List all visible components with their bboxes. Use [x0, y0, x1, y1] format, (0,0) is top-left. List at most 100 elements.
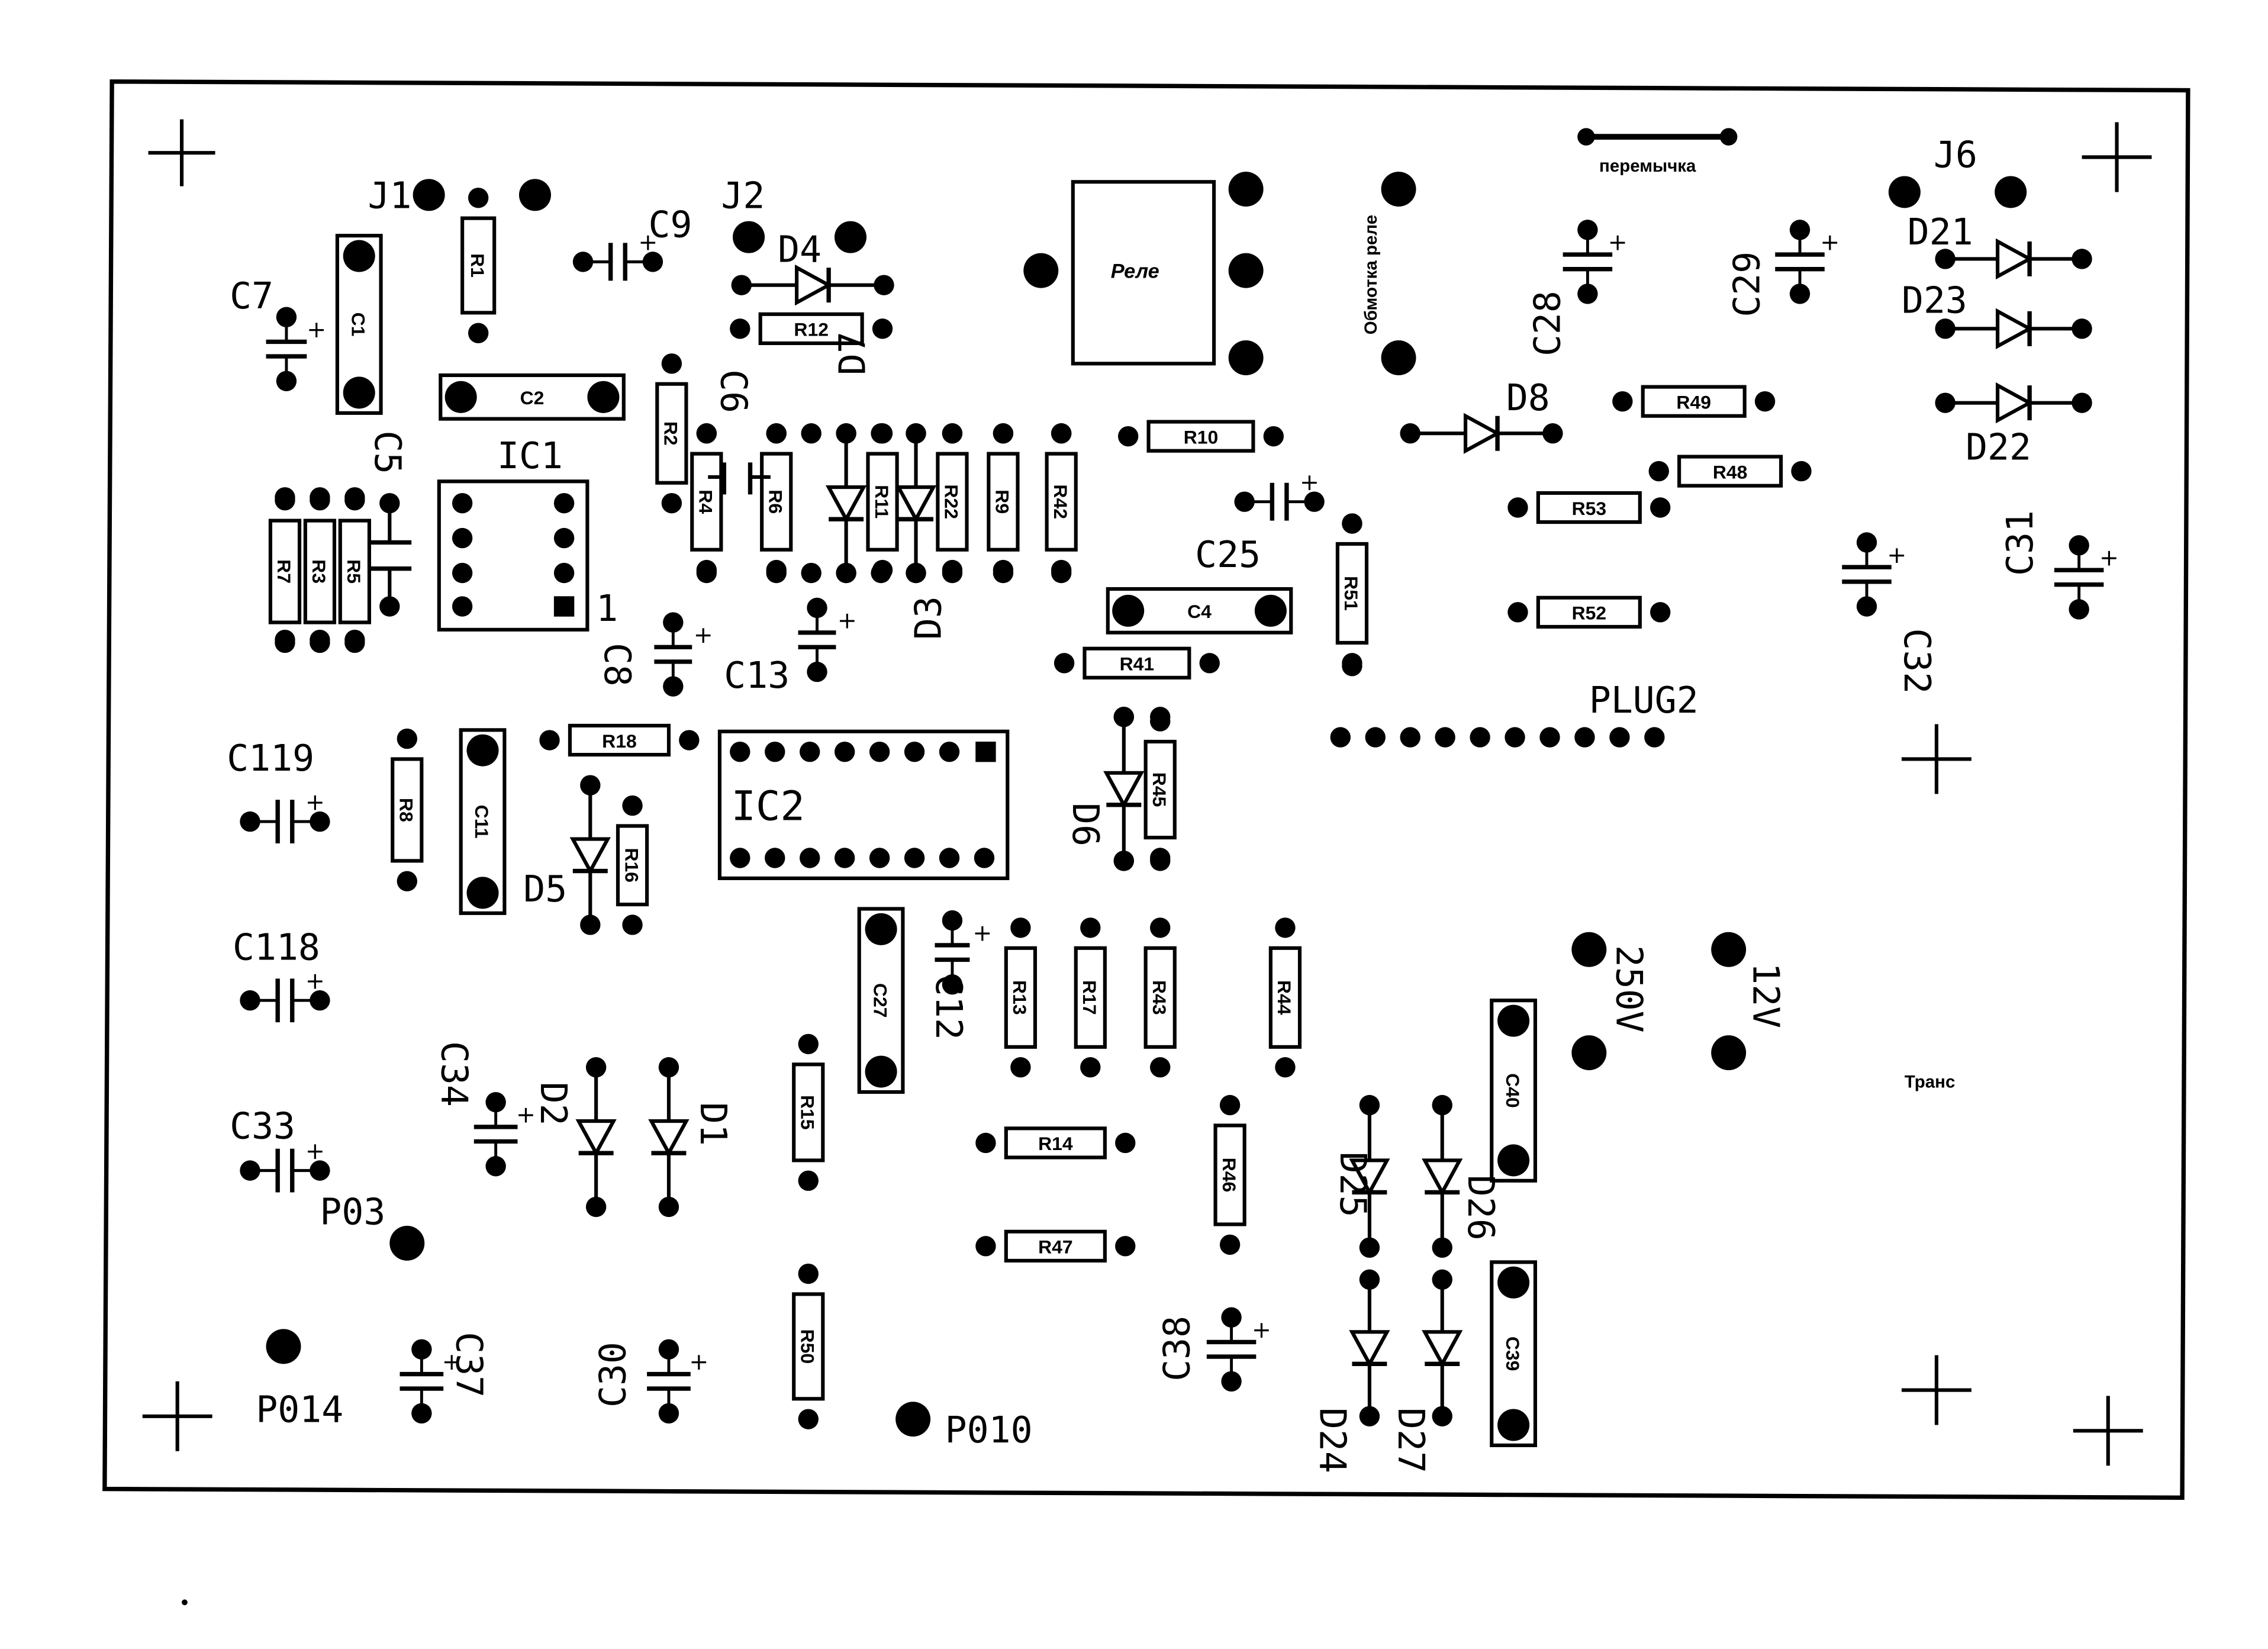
part-label-r4: R4 — [695, 489, 717, 514]
part-label-r6: R6 — [765, 489, 786, 514]
electrolytic-capacitor: + — [266, 307, 326, 391]
diode — [575, 1057, 617, 1218]
electrolytic-capacitor: + — [654, 612, 713, 697]
misc-pads — [275, 423, 1362, 871]
label-pin1: 1 — [596, 588, 618, 630]
registration-marks — [142, 119, 2152, 1466]
part-label-r48: R48 — [1713, 461, 1748, 482]
label-d23: D23 — [1902, 279, 1967, 321]
svg-text:+: + — [442, 1349, 462, 1376]
jumper-label: перемычка — [1599, 156, 1696, 176]
label-c119: C119 — [227, 737, 314, 780]
label-c9: C9 — [649, 204, 692, 246]
part-c27: C27 — [857, 907, 905, 1094]
part-r14: R14 — [975, 1126, 1136, 1160]
part-label-r44: R44 — [1274, 980, 1295, 1015]
label-j2: J2 — [721, 175, 765, 217]
label-250v: 250V — [1608, 945, 1650, 1033]
part-label-r7: R7 — [273, 559, 295, 584]
part-label-r45: R45 — [1149, 772, 1170, 807]
svg-text:+: + — [638, 230, 658, 256]
part-r16: R16 — [616, 795, 649, 935]
electrolytic-capacitor: + — [647, 1339, 708, 1424]
part-label-r52: R52 — [1572, 603, 1607, 624]
label-d4: D4 — [778, 228, 821, 270]
label-d5: D5 — [523, 868, 567, 910]
diode — [1422, 1269, 1463, 1426]
part-label-r41: R41 — [1120, 653, 1155, 675]
part-c4: C4 — [1106, 587, 1293, 635]
diode — [1935, 238, 2092, 280]
ic1-footprint — [437, 479, 589, 632]
part-r48: R48 — [1648, 455, 1812, 488]
svg-text:+: + — [305, 968, 325, 995]
part-label-r11: R11 — [871, 485, 893, 518]
part-label-c4: C4 — [1187, 601, 1212, 622]
part-label-r16: R16 — [621, 848, 642, 883]
electrolytic-capacitor: + — [1775, 220, 1839, 304]
large-pads — [266, 172, 2027, 1437]
part-r49: R49 — [1612, 385, 1776, 418]
label-d6: D6 — [1064, 803, 1106, 846]
label-c34: C34 — [433, 1041, 475, 1107]
svg-text:+: + — [307, 317, 326, 343]
label-c7: C7 — [230, 275, 273, 317]
part-label-r8: R8 — [396, 798, 417, 822]
part-label-r46: R46 — [1219, 1158, 1240, 1193]
part-label-r43: R43 — [1149, 980, 1170, 1015]
ic2-footprint — [717, 729, 1010, 880]
label-d27: D27 — [1390, 1408, 1432, 1473]
label-p03: P03 — [320, 1191, 385, 1233]
part-label-r18: R18 — [602, 730, 637, 752]
part-r47: R47 — [975, 1229, 1136, 1262]
label-d2: D2 — [532, 1082, 574, 1126]
diode — [648, 1057, 690, 1218]
electrolytic-capacitor: + — [2054, 535, 2119, 620]
annotation-notes: Реле Обмотка реле перемычка Транс — [1111, 156, 1955, 1092]
part-r52: R52 — [1507, 595, 1671, 629]
relay-label: Реле — [1111, 260, 1159, 282]
label-d24: D24 — [1311, 1408, 1353, 1473]
label-c13: C13 — [724, 655, 790, 697]
svg-text:+: + — [689, 1349, 708, 1376]
diodes — [569, 238, 2092, 1426]
svg-text:+: + — [1820, 230, 1839, 256]
label-c12: C12 — [927, 974, 969, 1040]
part-label-r47: R47 — [1038, 1236, 1073, 1258]
part-label-r5: R5 — [343, 559, 365, 584]
electrolytic-capacitor: + — [1842, 532, 1906, 617]
label-c25: C25 — [1195, 534, 1261, 576]
label-d21: D21 — [1908, 211, 1973, 253]
diode — [1422, 1094, 1463, 1258]
label-d7: D7 — [832, 331, 874, 375]
label-ic1: IC1 — [497, 435, 563, 477]
part-label-r12: R12 — [794, 319, 829, 340]
label-c8: C8 — [596, 643, 638, 687]
part-r12: R12 — [730, 312, 893, 345]
svg-text:+: + — [2099, 545, 2119, 572]
electrolytic-capacitors: +++++++++++++++++ — [240, 220, 2119, 1424]
part-c39: C39 — [1490, 1260, 1538, 1447]
jumper — [1577, 128, 1738, 146]
part-r18: R18 — [539, 723, 700, 757]
electrolytic-capacitor: + — [240, 1138, 330, 1193]
svg-text:+: + — [837, 607, 857, 634]
part-label-c40: C40 — [1502, 1073, 1523, 1108]
label-c118: C118 — [233, 926, 320, 968]
part-r13: R13 — [1004, 917, 1038, 1078]
label-c37: C37 — [447, 1332, 489, 1397]
part-label-r13: R13 — [1009, 980, 1030, 1015]
small-caps — [371, 462, 771, 617]
label-c28: C28 — [1527, 291, 1569, 356]
part-label-r51: R51 — [1341, 576, 1362, 611]
label-ic2: IC2 — [732, 783, 805, 830]
coil-label: Обмотка реле — [1361, 215, 1381, 334]
label-c30: C30 — [592, 1342, 634, 1408]
part-label-r49: R49 — [1676, 391, 1711, 413]
part-label-c11: C11 — [471, 805, 492, 839]
part-r53: R53 — [1507, 491, 1671, 524]
label-j1: J1 — [368, 175, 411, 217]
diode — [1935, 308, 2092, 350]
part-label-r1: R1 — [467, 253, 488, 278]
part-label-c1: C1 — [347, 313, 369, 337]
